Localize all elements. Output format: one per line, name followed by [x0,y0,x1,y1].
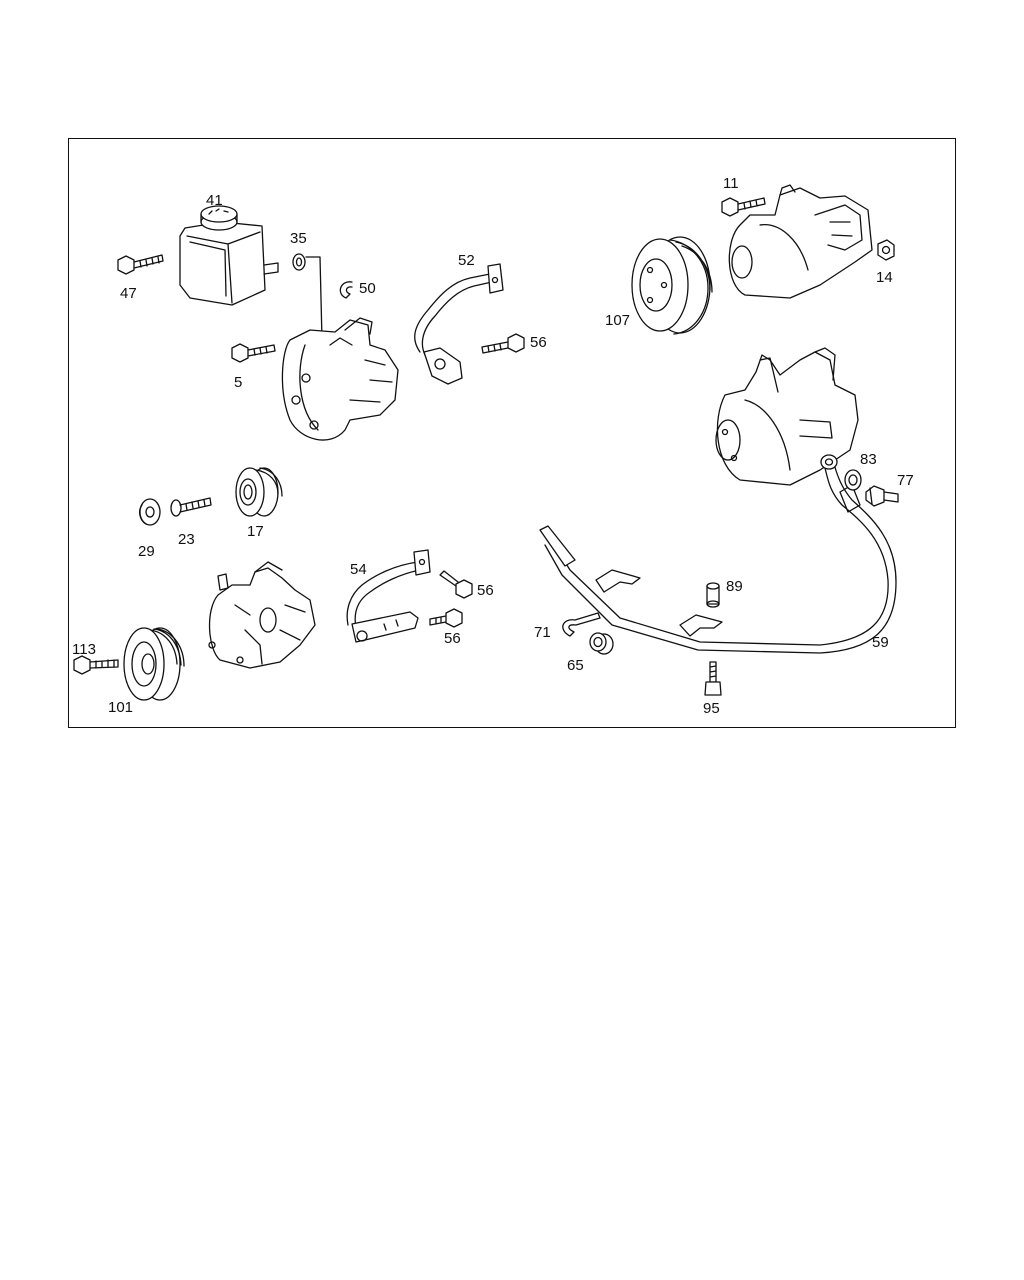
pulley-101[interactable] [123,627,185,701]
spacer-89[interactable] [706,582,720,608]
label-5: 5 [234,374,242,391]
bolt-95[interactable] [704,661,722,696]
line-52[interactable] [414,263,504,385]
pump-middle-right[interactable] [715,347,859,486]
label-14: 14 [876,269,893,286]
nut-14[interactable] [877,239,895,261]
pump-upper-right[interactable] [728,184,873,299]
spacer-29[interactable] [139,498,161,526]
pump-upper-left[interactable] [281,317,399,441]
pulley-17[interactable] [235,467,283,517]
label-17: 17 [247,523,264,540]
label-65: 65 [567,657,584,674]
label-77: 77 [897,472,914,489]
part-labels: 41 35 47 50 52 56 5 11 14 107 83 77 29 2… [72,175,914,717]
label-59: 59 [872,634,889,651]
label-89: 89 [726,578,743,595]
bolt-56-lower-a[interactable] [439,570,473,599]
label-101: 101 [108,699,133,716]
bolt-113[interactable] [73,655,119,675]
bolt-5[interactable] [231,343,276,363]
reservoir-41[interactable] [179,205,279,306]
label-71: 71 [534,624,551,641]
hose-59[interactable] [539,454,897,654]
clip-50[interactable] [339,281,353,299]
label-52: 52 [458,252,475,269]
label-41: 41 [206,192,223,209]
label-11: 11 [723,175,739,192]
label-113: 113 [72,641,96,658]
seal-35[interactable] [292,253,323,341]
grommet-65[interactable] [589,632,614,655]
bolt-77[interactable] [865,485,899,507]
label-83: 83 [860,451,877,468]
pump-lower-left[interactable] [208,561,316,669]
label-54: 54 [350,561,367,578]
label-56-upper: 56 [530,334,547,351]
label-23: 23 [178,531,195,548]
bolt-23[interactable] [170,497,212,517]
pulley-107[interactable] [631,236,713,335]
label-35: 35 [290,230,307,247]
label-50: 50 [359,280,376,297]
label-107: 107 [605,312,630,329]
bolt-47[interactable] [117,254,164,275]
label-95: 95 [703,700,720,717]
label-29: 29 [138,543,155,560]
clamp-71[interactable] [562,612,601,637]
label-56-lower-a: 56 [477,582,494,599]
bolt-56-upper[interactable] [481,333,525,354]
label-47: 47 [120,285,137,302]
bolt-56-lower-b[interactable] [429,608,463,628]
diagram-frame [68,138,956,728]
label-56-lower-b: 56 [444,630,461,647]
washer-83[interactable] [844,469,862,491]
line-54[interactable] [346,549,431,643]
bolt-11[interactable] [721,197,766,217]
